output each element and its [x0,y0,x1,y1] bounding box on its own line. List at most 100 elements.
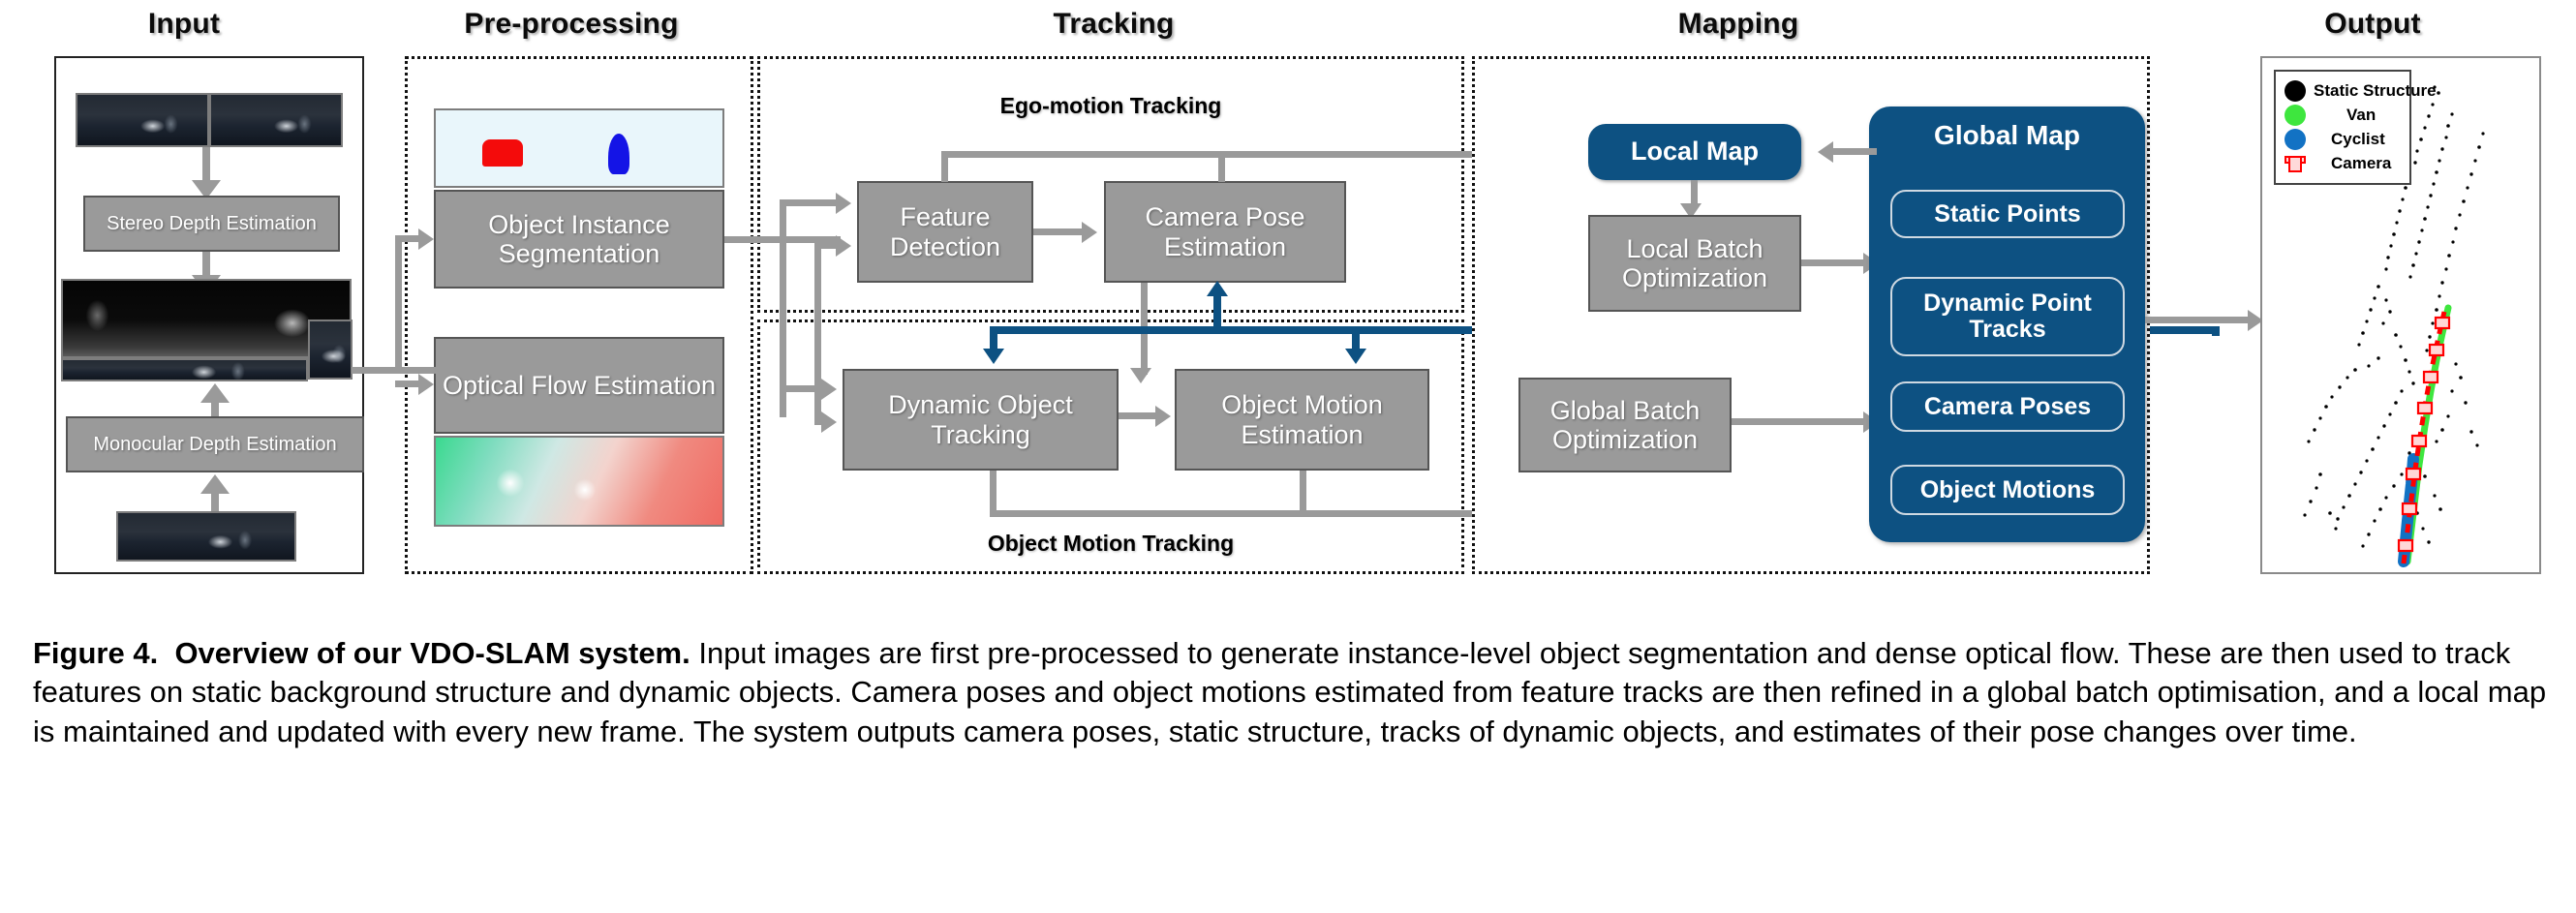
connector-preproc-to-dot-v1 [780,243,786,417]
connector-ego-to-localmap-v1 [941,151,948,182]
connector-preproc-to-dot-h1 [780,385,825,392]
connector-localmap-to-localbatch [1691,180,1698,209]
preproc-optical-flow-thumb [434,436,724,527]
output-point-cloud [2303,85,2485,567]
arrowhead-monobox-to-depthmap [200,383,230,403]
arrowhead-to-feature-detection-top [836,193,851,214]
global-map-item-static-points[interactable]: Static Points [1890,190,2125,238]
legend-label-van: Van [2346,105,2377,124]
connector-preproc-to-dot-h2 [814,418,825,425]
connector-featdet-to-camerapose [1033,228,1084,235]
segmentation-vehicle-mask [482,139,523,167]
figure-caption: Figure 4. Overview of our VDO-SLAM syste… [33,634,2551,751]
connector-input-to-preproc-h2 [395,235,422,242]
box-object-motion-estimation[interactable]: Object Motion Estimation [1175,369,1429,471]
arrowhead-blue-to-camerapose [1207,281,1228,296]
tracking-ego-label: Ego-motion Tracking [999,93,1222,118]
connector-globalmap-to-output [2145,317,2252,323]
input-stereo-right-thumb [209,93,343,147]
box-global-map[interactable]: Global Map [1869,107,2145,542]
arrowhead-to-dynamic-object-tracking-bot [821,411,837,433]
global-map-item-dynamic-point-tracks[interactable]: Dynamic Point Tracks [1890,277,2125,356]
arrowhead-blue-to-object-motion-estimation [1345,349,1366,364]
connector-stereo-to-depthbox [202,147,210,184]
box-object-instance-segmentation[interactable]: Object Instance Segmentation [434,190,724,289]
tracking-object-label: Object Motion Tracking [987,531,1235,556]
column-header-input: Input [147,8,221,40]
input-stereo-left-thumb [76,93,209,147]
arrowhead-blue-to-dynamic-object-tracking [983,349,1004,364]
legend-dot-cyclist [2285,128,2306,150]
global-map-item-object-motions[interactable]: Object Motions [1890,465,2125,515]
legend-label-static-structure: Static Structure [2314,80,2437,100]
column-header-tracking: Tracking [1053,8,1175,40]
arrowhead-input-to-opticalflow [418,374,434,395]
blue-bus-v-right [2212,326,2220,336]
legend-row-cyclist: Cyclist [2285,127,2401,151]
connector-globalbatch-to-globalmap [1732,418,1867,425]
connector-objtrack-bus-v2 [1300,471,1306,517]
global-map-item-camera-poses[interactable]: Camera Poses [1890,381,2125,432]
connector-input-to-flow-h [395,380,422,387]
output-legend: Static Structure Van Cyclist Camera [2274,70,2437,185]
legend-row-static-structure: Static Structure [2285,78,2437,103]
box-optical-flow-estimation[interactable]: Optical Flow Estimation [434,337,724,434]
segmentation-pedestrian-mask [608,134,629,174]
connector-preproc-to-dot-v2 [814,249,821,425]
connector-localbatch-to-globalmap [1801,259,1867,266]
box-monocular-depth-estimation[interactable]: Monocular Depth Estimation [66,416,364,472]
input-depth-map-thumb [61,279,352,358]
blue-bus-v-objectmotion [1352,326,1360,353]
box-dynamic-object-tracking[interactable]: Dynamic Object Tracking [843,369,1119,471]
box-camera-pose-estimation[interactable]: Camera Pose Estimation [1104,181,1346,283]
connector-monothumb-to-monobox [211,484,219,515]
arrowhead-stereo-to-depthbox [192,180,221,199]
camera-icon [2285,153,2306,174]
column-header-preprocessing: Pre-processing [464,8,679,40]
connector-objtrack-bus-v1 [990,471,997,517]
box-local-batch-optimization[interactable]: Local Batch Optimization [1588,215,1801,312]
arrowhead-monothumb-to-monobox [200,474,230,494]
arrowhead-to-feature-detection-bot [836,235,851,257]
caption-body: Input images are first pre-processed to … [33,636,2547,748]
connector-depthbox-to-depthmap [202,252,210,279]
input-depth-strip-thumb [61,358,308,381]
output-panel: Static Structure Van Cyclist Camera [2260,56,2541,574]
column-header-mapping: Mapping [1677,8,1799,40]
connector-preproc-bus-v1 [780,199,786,243]
caption-title: Overview of our VDO-SLAM system. [174,636,690,670]
legend-label-camera: Camera [2331,153,2392,172]
connector-objtrack-bus-h [990,510,1871,517]
arrowhead-globalmap-to-localmap [1818,141,1833,163]
arrowhead-camerapose-down [1130,368,1151,383]
global-map-title: Global Map [1934,120,2080,150]
connector-input-to-preproc-v [395,238,402,374]
connector-ego-to-localmap-v2 [1218,151,1225,182]
caption-figure-label: Figure 4. [33,636,159,670]
arrowhead-dot-to-ome [1155,406,1171,427]
input-depth-overlay-thumb [308,320,353,380]
legend-row-van: Van [2285,103,2401,127]
legend-dot-static-structure [2285,79,2306,102]
input-mono-frame-thumb [116,511,296,562]
arrowhead-featdet-to-camerapose [1082,222,1097,243]
blue-bus-v-left [990,326,997,353]
blue-bus-v-camerapose [1213,290,1221,329]
connector-dot-to-ome [1119,412,1157,419]
box-feature-detection[interactable]: Feature Detection [857,181,1033,283]
legend-label-cyclist: Cyclist [2331,129,2385,148]
arrowhead-to-dynamic-object-tracking-top [821,379,837,400]
box-global-batch-optimization[interactable]: Global Batch Optimization [1518,378,1732,472]
connector-monobox-to-depthmap [211,395,219,434]
legend-row-camera: Camera [2285,151,2401,175]
preproc-segmentation-thumb [434,108,724,188]
column-header-output: Output [2324,8,2421,40]
legend-dot-van [2285,104,2306,126]
box-stereo-depth-estimation[interactable]: Stereo Depth Estimation [83,196,340,252]
arrowhead-globalmap-to-output [2248,310,2263,331]
connector-globalmap-to-localmap [1830,148,1877,155]
connector-flow-to-feature-h [814,242,840,249]
box-local-map[interactable]: Local Map [1588,124,1801,180]
connector-preproc-bus-h3 [780,199,840,206]
